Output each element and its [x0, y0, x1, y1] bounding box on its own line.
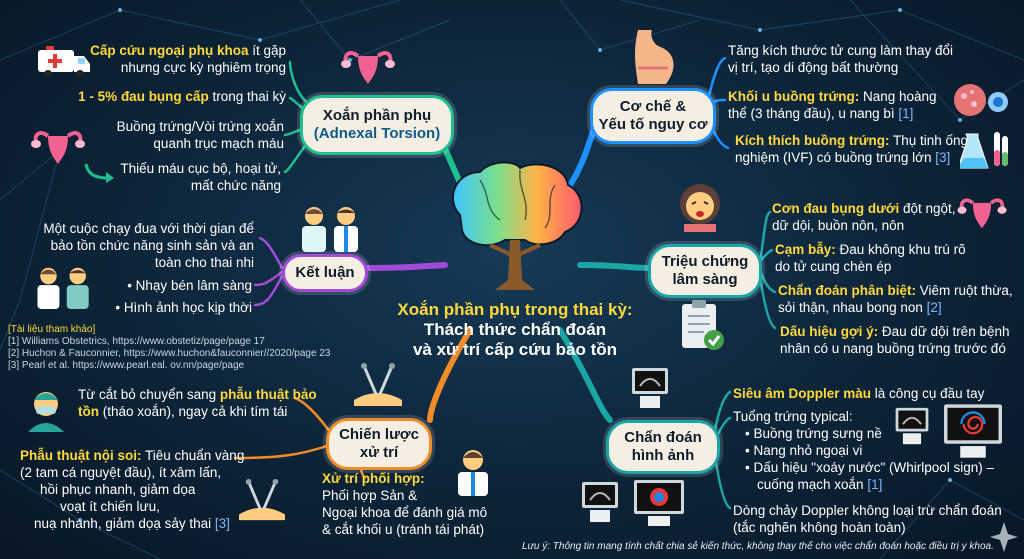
ultrasound-monitor-icon — [582, 482, 618, 522]
node-symptoms-line1: Triệu chứng — [661, 253, 749, 270]
imaging-item1: Siêu âm Doppler màu là công cụ đầu tay — [733, 386, 985, 401]
adnexal-item3: Buồng trứng/Vòi trứng xoắn quanh trục mạ… — [116, 119, 284, 151]
branch-imaging — [557, 327, 613, 423]
references-block: [Tài liệu tham khảo] [1] Williams Obstet… — [8, 324, 330, 372]
branch-symptoms — [577, 262, 653, 271]
uterus-icon — [31, 131, 85, 164]
adnexal-item4: Thiếu máu cục bộ, hoại tử, mất chức năng — [120, 161, 281, 193]
reference-1: [1] Williams Obstetrics, https://www.obs… — [8, 336, 265, 347]
doppler-screen-icon — [944, 404, 1002, 458]
node-imaging[interactable]: Chẩn đoán hình ảnh — [606, 420, 720, 474]
surgeon-icon — [28, 392, 64, 432]
central-title-line2: Thách thức chẩn đoán — [423, 320, 607, 339]
uterus-icon — [957, 198, 1007, 229]
branch-conclusion — [357, 262, 448, 271]
strategy-item3: Xử trí phối hợp: Phối hợp Sản & Ngoại kh… — [322, 471, 488, 537]
reference-2: [2] Huchon & Fauconnier, https://www.huc… — [8, 348, 331, 359]
test-tubes-icon — [960, 132, 1008, 169]
central-title-line1: Xoắn phần phụ trong thai kỳ: — [397, 300, 633, 319]
node-adnexal-title: Xoắn phần phụ — [322, 107, 432, 124]
imaging-item2: Tuổng trứng typical: Buồng trứng sưng nề… — [733, 408, 994, 493]
node-symptoms[interactable]: Triệu chứng lâm sàng — [648, 244, 762, 298]
node-adnexal-torsion[interactable]: Xoắn phần phụ (Adnexal Torsion) — [300, 95, 454, 155]
arrow-icon — [84, 163, 114, 183]
doctors-icon — [302, 207, 358, 252]
imaging-bullet-3: Dấu hiệu "xoáy nước" (Whirlpool sign) – — [745, 459, 994, 476]
central-title-line3: và xử trí cấp cứu bảo tồn — [412, 340, 618, 359]
laparoscopy-icon — [239, 478, 285, 521]
node-strategy[interactable]: Chiến lược xử trí — [326, 418, 432, 470]
brain-tree-icon — [451, 161, 583, 290]
node-strategy-line2: xử trí — [359, 444, 399, 461]
node-conclusion-title: Kết luận — [295, 264, 355, 281]
conclusion-paragraph: Một cuộc chạy đua với thời gian để bảo t… — [43, 221, 254, 270]
laparoscopy-icon — [354, 363, 402, 406]
adnexal-item1: Cấp cứu ngoại phụ khoa ít gặp nhưng cực … — [90, 43, 286, 75]
imaging-item3: Dòng chảy Doppler không loại trừ chẩn đo… — [733, 503, 1002, 535]
conclusion-bullet-2: • Hình ảnh học kịp thời — [115, 300, 252, 315]
symptoms-item3: Chẩn đoán phân biệt: Viêm ruột thừa, sỏi… — [778, 283, 1013, 315]
node-conclusion[interactable]: Kết luận — [282, 254, 368, 292]
adnexal-item2: 1 - 5% đau bụng cấp trong thai kỳ — [78, 89, 286, 104]
node-imaging-line2: hình ảnh — [631, 447, 695, 464]
uterus-icon — [341, 51, 395, 84]
footnote: Lưu ý: Thông tin mang tính chất chia sẻ … — [522, 541, 994, 552]
symptoms-item1: Cơn đau bụng dưới đột ngột, dữ dội, buồn… — [772, 201, 956, 233]
node-strategy-line1: Chiến lược — [339, 426, 419, 443]
ultrasound-monitor-icon — [895, 407, 929, 445]
branch-strategy — [427, 327, 473, 423]
mechanism-item2: Khối u buồng trứng: Nang hoàng thể (3 th… — [728, 89, 937, 121]
node-adnexal-subtitle: (Adnexal Torsion) — [313, 125, 441, 142]
imaging-bullet-1: Buồng trứng sưng nề — [745, 425, 994, 442]
strategy-item2: Phẫu thuật nội soi: Tiêu chuẩn vàng (2 t… — [20, 448, 245, 531]
clipboard-check-icon — [682, 300, 724, 350]
doctors-icon — [37, 267, 89, 309]
symptoms-item2: Cạm bẫy: Đau không khu trú rõ do tử cung… — [775, 242, 966, 274]
crying-woman-icon — [680, 184, 720, 232]
cyst-icon — [954, 84, 1008, 116]
doctors-icon — [458, 450, 488, 496]
symptoms-item4: Dấu hiệu gợi ý: Đau dữ dội trên bệnh nhâ… — [780, 324, 1010, 356]
sparkle-icon — [990, 522, 1018, 552]
pregnant-belly-icon — [635, 30, 674, 84]
doppler-screen-icon — [634, 480, 684, 526]
imaging-bullet-2: Nang nhỏ ngoại vi — [745, 442, 994, 459]
mechanism-item3: Kích thích buồng trứng: Thụ tinh ống ngh… — [735, 133, 969, 165]
mechanism-item1: Tăng kích thước tử cung làm thay đổi vị … — [728, 43, 954, 75]
central-title: Xoắn phần phụ trong thai kỳ: Thách thức … — [380, 300, 650, 360]
conclusion-bullet-1: • Nhạy bén lâm sàng — [127, 278, 252, 293]
ultrasound-monitor-icon — [632, 368, 668, 408]
node-mechanism-line1: Cơ chế & — [619, 98, 687, 115]
reference-3: [3] Pearl et al. https://www.pearl.eal. … — [8, 360, 245, 371]
node-mechanism-line2: Yếu tố nguy cơ — [598, 116, 708, 133]
node-mechanism[interactable]: Cơ chế & Yếu tố nguy cơ — [590, 88, 716, 144]
ambulance-icon — [38, 46, 90, 78]
strategy-item1: Từ cắt bỏ chuyển sang phẫu thuật bảo tồn… — [78, 387, 317, 419]
references-title: [Tài liệu tham khảo] — [8, 324, 96, 335]
node-imaging-line1: Chẩn đoán — [624, 429, 702, 446]
node-symptoms-line2: lâm sàng — [672, 271, 738, 288]
